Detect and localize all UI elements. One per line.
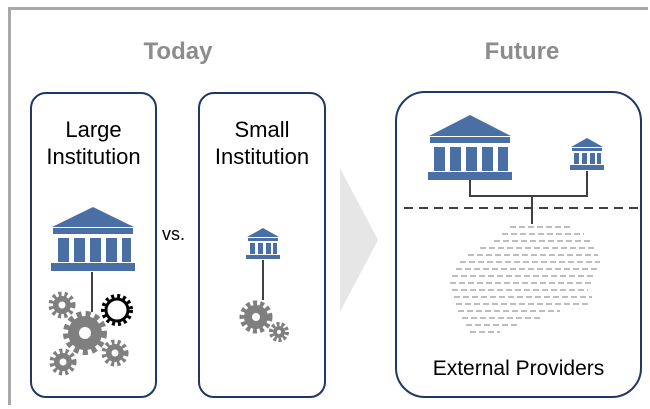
large-institution-label-line2: Institution xyxy=(46,144,141,169)
small-institution-label-line1: Small xyxy=(234,117,290,142)
diagram-frame xyxy=(8,7,648,405)
panel-small-institution: Small Institution xyxy=(198,92,326,398)
heading-future: Future xyxy=(484,38,560,65)
external-providers-label: External Providers xyxy=(432,357,605,380)
small-institution-label-line2: Institution xyxy=(214,144,310,169)
future-large-bank-icon xyxy=(428,115,512,180)
vs-label: vs. xyxy=(162,224,186,244)
future-small-bank-icon xyxy=(570,138,604,170)
heading-today: Today xyxy=(143,38,213,65)
large-institution-label-line1: Large xyxy=(65,117,122,142)
